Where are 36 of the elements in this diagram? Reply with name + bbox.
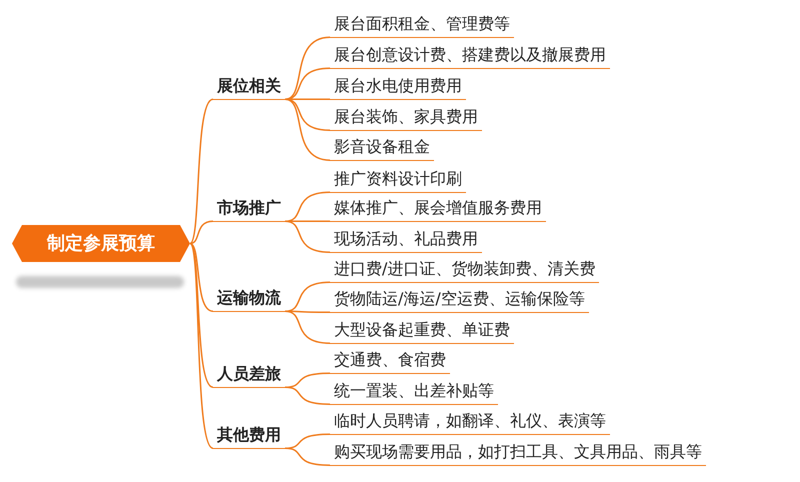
item-label: 展台水电使用费用 <box>330 74 466 100</box>
item-label: 展台装饰、家具费用 <box>330 105 482 131</box>
item-label: 统一置装、出差补贴等 <box>330 379 498 405</box>
category-label: 运输物流 <box>213 286 285 312</box>
connector-line <box>284 98 330 161</box>
item-label: 购买现场需要用品，如打扫工具、文具用品、雨具等 <box>330 440 706 466</box>
connector-line <box>189 98 214 244</box>
category-label: 市场推广 <box>213 196 285 222</box>
category-label: 人员差旅 <box>213 362 285 388</box>
connector-line <box>285 220 330 222</box>
item-label: 临时人员聘请，如翻译、礼仪、表演等 <box>330 409 610 435</box>
connector-line <box>284 310 330 344</box>
connector-line <box>284 448 330 466</box>
item-label: 大型设备起重费、单证费 <box>330 318 514 344</box>
item-label: 影音设备租金 <box>330 135 434 161</box>
category-label: 展位相关 <box>213 74 285 100</box>
item-label: 展台面积租金、管理费等 <box>330 12 514 38</box>
item-label: 进口费/进口证、货物装卸费、清关费 <box>330 257 600 283</box>
connector-line <box>189 243 214 388</box>
item-label: 货物陆运/海运/空运费、运输保险等 <box>330 287 589 313</box>
connector-line <box>190 242 214 312</box>
connector-line <box>284 36 330 100</box>
connector-line <box>284 98 330 131</box>
item-label: 展台创意设计费、搭建费以及撤展费用 <box>330 43 610 69</box>
category-label: 其他费用 <box>213 423 285 449</box>
connector-line <box>189 243 214 449</box>
hexagon-node: 制定参展预算 <box>12 225 190 262</box>
connector-line <box>190 220 214 244</box>
connector-line <box>284 386 330 405</box>
item-label: 现场活动、礼品费用 <box>330 227 482 253</box>
connector-line <box>285 98 330 100</box>
connector-line <box>285 310 330 313</box>
item-label: 媒体推广、展会增值服务费用 <box>330 196 546 222</box>
connector-line <box>284 220 330 253</box>
item-label: 交通费、食宿费 <box>330 348 450 374</box>
item-label: 推广资料设计印刷 <box>330 167 466 193</box>
